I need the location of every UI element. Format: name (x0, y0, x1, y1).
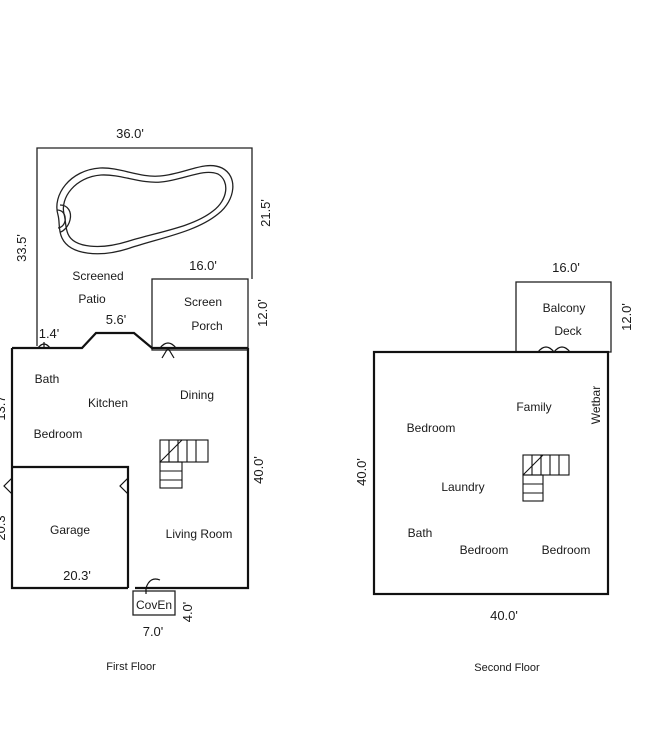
door-icon (3, 477, 13, 495)
dim-left-lower: 20.3 (0, 515, 8, 540)
screen-porch-wall (151, 278, 249, 351)
dim-second-bottom: 40.0' (490, 608, 518, 623)
patio-wall (36, 147, 253, 346)
dim-house-right: 40.0' (251, 456, 266, 484)
house-wall (10, 348, 128, 590)
dim-patio-right: 21.5' (258, 199, 273, 227)
room-label-kitchen: Kitchen (88, 396, 128, 410)
dim-entry-right: 4.0' (180, 602, 195, 623)
room-label-bedroom-b: Bedroom (460, 543, 509, 557)
door-icon (159, 342, 177, 359)
stairs-icon (159, 439, 209, 489)
dim-small-a: 1.4' (39, 326, 60, 341)
second-floor (372, 281, 612, 596)
dim-balcony-top: 16.0' (552, 260, 580, 275)
door-icon (119, 477, 129, 495)
door-icon (37, 342, 51, 349)
dim-patio-left: 33.5' (14, 234, 29, 262)
dim-garage-bottom: 20.3' (63, 568, 91, 583)
room-label-balcony: Balcony (543, 301, 586, 315)
dim-second-left: 40.0' (354, 458, 369, 486)
door-icon (537, 346, 571, 353)
room-label-wetbar: Wetbar (589, 386, 603, 424)
room-label-laundry: Laundry (441, 480, 484, 494)
room-label-living-room: Living Room (166, 527, 233, 541)
dim-top: 36.0' (116, 126, 144, 141)
pool-steps-icon (56, 204, 72, 233)
stairs-icon (522, 454, 570, 502)
room-label-bedroom-a: Bedroom (407, 421, 456, 435)
room-label-deck: Deck (554, 324, 582, 338)
room-label-bedroom-c: Bedroom (542, 543, 591, 557)
room-label-bedroom: Bedroom (34, 427, 83, 441)
garage-wall (12, 465, 130, 588)
dim-small-b: 5.6' (106, 312, 127, 327)
room-label-screen: Screen (184, 295, 222, 309)
second-floor-caption: Second Floor (474, 662, 540, 674)
room-label-bath-upstairs: Bath (408, 526, 433, 540)
door-icon (145, 578, 161, 594)
dim-entry-bottom: 7.0' (143, 624, 164, 639)
dim-balcony-right: 12.0' (619, 303, 634, 331)
room-label-coven: CovEn (136, 598, 172, 612)
balcony-deck-wall (515, 281, 612, 353)
pool-inner-icon (62, 171, 227, 248)
room-label-dining: Dining (180, 388, 214, 402)
first-floor (3, 147, 253, 616)
room-label-family: Family (516, 400, 551, 414)
covered-entry-wall (132, 590, 176, 616)
dim-porch-right: 12.0' (255, 299, 270, 327)
house-wall-right (135, 348, 250, 590)
room-label-patio: Patio (78, 292, 106, 306)
room-label-bath: Bath (35, 372, 60, 386)
second-floor-wall (372, 350, 610, 596)
room-label-garage: Garage (50, 523, 90, 537)
room-label-porch: Porch (191, 319, 222, 333)
pool-icon (56, 164, 234, 255)
first-floor-caption: First Floor (106, 661, 156, 673)
dim-porch-top: 16.0' (189, 258, 217, 273)
room-label-screened: Screened (72, 269, 123, 283)
dim-left-upper: 13.7 (0, 395, 8, 420)
